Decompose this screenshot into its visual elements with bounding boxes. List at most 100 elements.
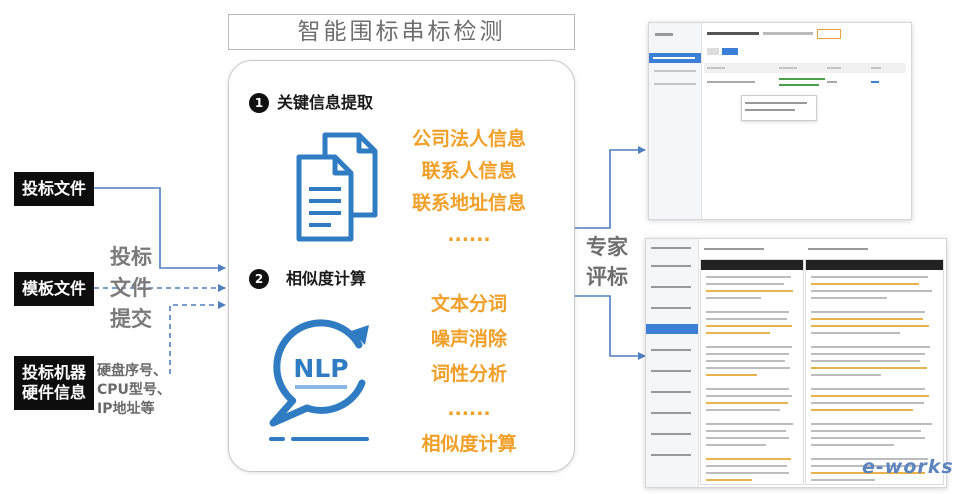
document-text-line [706,444,766,446]
sidebar-item[interactable] [651,412,691,414]
connector-review-bottom [575,295,646,360]
sidebar-item[interactable] [651,454,691,456]
document-text-line [811,283,919,285]
sidebar-item[interactable] [651,391,691,393]
step-2-item: 噪声消除 [430,328,507,350]
input-template-file-label: 模板文件 [21,279,86,298]
document-text-line [706,388,789,390]
document-text-line [811,367,927,369]
nlp-chat-icon: NLP [269,319,369,441]
pane-toolbar [701,260,803,270]
document-text-line [706,402,788,404]
document-text-line [811,465,923,467]
document-text-line [706,409,780,411]
step-1-number: 1 [249,93,269,113]
document-icon [296,132,378,242]
step-1-item: ...... [447,224,491,246]
document-text-line [706,311,789,313]
document-text-line [811,311,925,313]
hardware-note-line: IP地址等 [97,401,155,417]
document-text-line [811,318,923,320]
sidebar-item-text [653,57,695,59]
document-text-line [811,325,929,327]
step-2-item: 文本分词 [430,293,507,315]
sidebar-item[interactable] [651,370,691,372]
header-text [808,248,868,250]
document-text-line [706,353,789,355]
header-button[interactable] [817,29,841,39]
sidebar-item[interactable] [651,307,691,309]
document-text-line [706,297,761,299]
sidebar-item[interactable] [654,70,696,72]
document-text-line [706,367,790,369]
document-text-line [811,423,932,425]
sidebar-item[interactable] [651,286,691,288]
document-text-line [706,276,791,278]
pane-toolbar [806,260,943,270]
input-hardware-info: 投标机器 硬件信息 [14,356,94,410]
expert-review-label: 专家 评标 [586,232,628,292]
table-cell [779,78,825,80]
sidebar [649,23,702,219]
step-1-title: 关键信息提取 [277,93,374,112]
document-text-line [811,346,930,348]
document-text-line [811,276,928,278]
sidebar-item[interactable] [651,349,691,351]
sidebar-item[interactable] [651,433,691,435]
document-pane-right[interactable] [805,259,944,485]
nlp-icon-text: NLP [293,354,348,383]
table-link[interactable] [871,81,879,83]
connector-hardware [169,301,226,374]
header-text [704,248,764,250]
tab-button-active[interactable] [722,48,738,55]
connector-review-top [575,146,646,229]
document-text-line [706,458,791,460]
document-text-line [811,374,881,376]
sidebar-item-active[interactable] [646,324,698,334]
input-bid-file-label: 投标文件 [21,179,86,198]
input-template-file: 模板文件 [14,272,94,306]
sidebar-item[interactable] [654,83,696,85]
document-text-line [706,290,793,292]
sidebar-item[interactable] [651,265,691,267]
table-header-cell [827,67,841,69]
table-cell [707,81,755,83]
hardware-note-line: 硬盘序号、 [97,363,167,379]
screenshot-info-system [648,22,912,220]
document-text-line [811,437,925,439]
step-1-item: 公司法人信息 [411,128,526,150]
document-text-line [706,325,792,327]
sidebar-header [651,247,691,249]
input-bid-file: 投标文件 [14,172,94,206]
diagram-title: 智能围标串标检测 [228,14,575,50]
step-1-item: 联系地址信息 [411,192,526,214]
sidebar-item-active[interactable] [649,53,701,63]
table-cell [827,81,837,83]
connector-bid-file [94,187,226,272]
step-2-number: 2 [249,269,269,289]
document-text-line [811,430,921,432]
step-2-item: ...... [447,398,491,420]
document-text-line [811,395,929,397]
expert-review-label-line: 评标 [586,265,628,289]
document-text-line [706,437,789,439]
table-header-cell [779,67,797,69]
document-text-line [706,479,752,481]
document-text-line [706,465,787,467]
popover [741,95,817,121]
step-2-item: 词性分析 [430,363,507,385]
document-text-line [811,297,887,299]
document-text-line [811,360,920,362]
document-text-line [811,353,925,355]
tab-button[interactable] [707,48,719,55]
document-text-line [706,332,770,334]
document-text-line [706,472,789,474]
document-pane-left[interactable] [700,259,804,485]
table-cell [779,84,819,86]
submit-label-line: 投标 [110,245,152,269]
step-2-item: 相似度计算 [421,433,517,455]
step-1-items: 公司法人信息 联系人信息 联系地址信息 ...... [397,123,541,251]
document-text-line [811,402,924,404]
sidebar [646,239,699,487]
